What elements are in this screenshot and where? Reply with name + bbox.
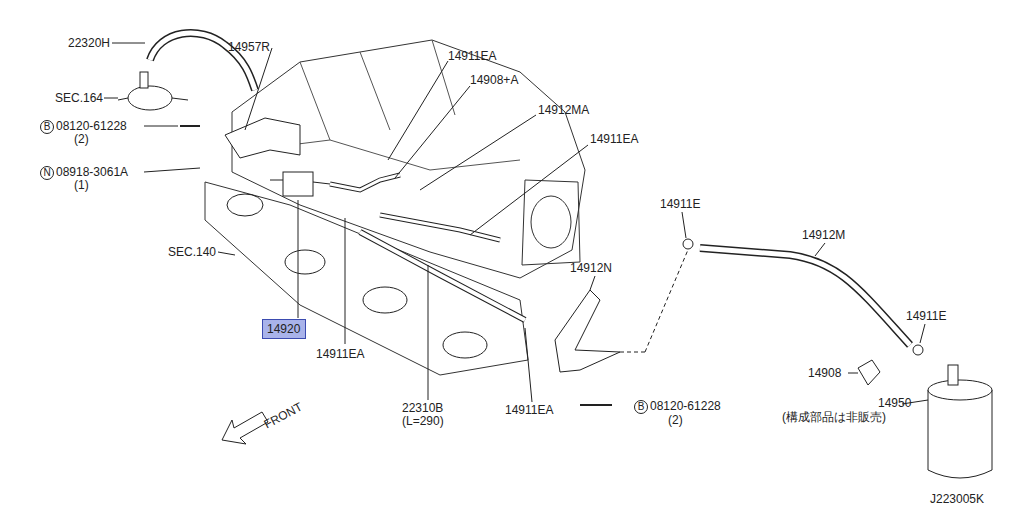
callout-number: (1) [74, 179, 89, 192]
highlighted-part-number: 14920 [262, 319, 306, 339]
callout-number: (構成部品は非販売) [782, 411, 886, 424]
callout-number: 14908 [808, 367, 841, 380]
callout-number: 14920 [263, 320, 305, 338]
circled-letter: N [40, 166, 54, 180]
callout-number: 14911EA [448, 50, 497, 63]
circled-letter: B [40, 120, 54, 134]
callout-number: (2) [74, 133, 89, 146]
figure-code: J223005K [930, 493, 984, 506]
callout-number: 08918-3061A [56, 166, 128, 179]
callout-number: 14911E [660, 198, 700, 211]
callout-number: 08120-61228 [56, 120, 127, 133]
callout-number: 22310B [402, 402, 443, 415]
callout-number: 14911EA [316, 348, 365, 361]
callout-number: 14950 [878, 397, 911, 410]
callout-number: 14908+A [470, 74, 518, 87]
callout-number: (L=290) [402, 415, 444, 428]
callout-number: 14911E [906, 310, 946, 323]
callout-number: 14912MA [538, 104, 589, 117]
callout-number: FRONT [262, 401, 305, 432]
callout-number: 22320H [68, 37, 110, 50]
callout-number: SEC.140 [168, 246, 216, 259]
callout-number: (2) [668, 414, 683, 427]
callout-number: 14911EA [505, 404, 554, 417]
callout-number: 14957R [228, 41, 270, 54]
callout-number: 08120-61228 [650, 400, 721, 413]
callout-number: 14912M [802, 229, 845, 242]
callout-number: SEC.164 [55, 92, 103, 105]
circled-letter: B [634, 400, 648, 414]
callout-number: 14912N [570, 262, 612, 275]
callout-number: 14911EA [590, 133, 639, 146]
